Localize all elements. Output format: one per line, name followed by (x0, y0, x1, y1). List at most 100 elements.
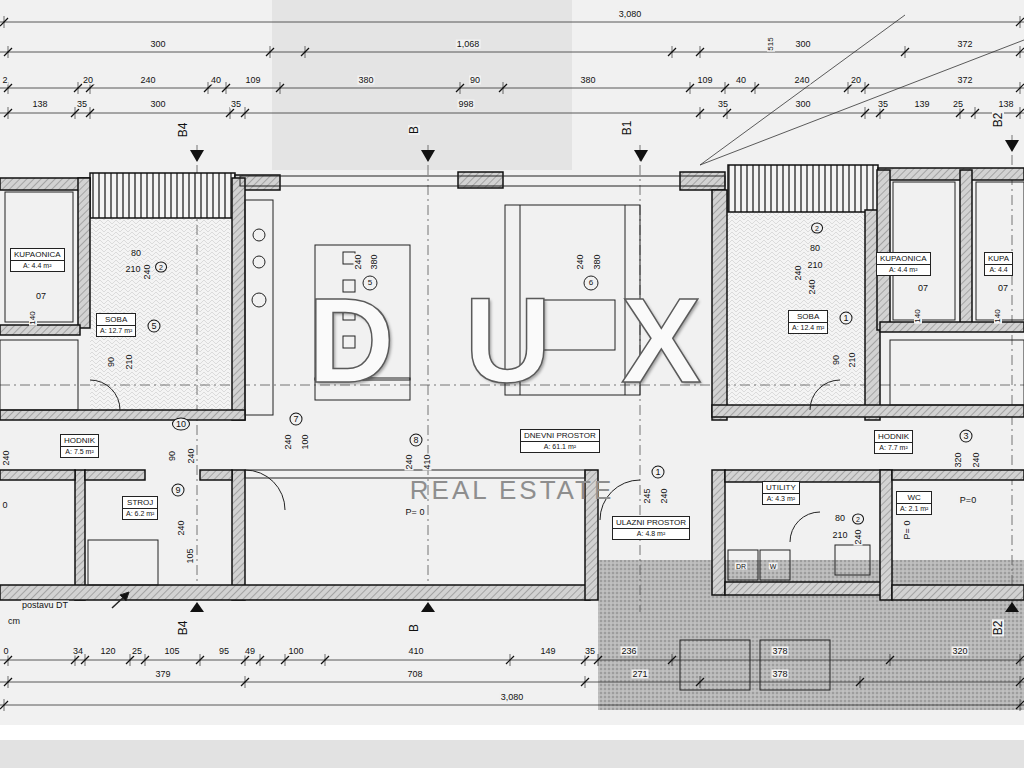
dimension: 0 (2, 647, 9, 656)
room-area: A: 7.5 m² (61, 447, 98, 457)
dimension: 139 (913, 100, 930, 109)
dimension: 20 (850, 76, 862, 85)
dimension: 90 (832, 354, 841, 366)
extension-line (130, 654, 131, 666)
extension-line (230, 107, 231, 119)
extension-line (690, 82, 691, 94)
room-name: UTILITY (763, 482, 799, 494)
section-mark: B2 (992, 112, 1004, 129)
extension-line (270, 46, 271, 58)
dimension: 25 (952, 100, 964, 109)
room-area: A: 4.3 m² (763, 494, 799, 504)
extension-line (905, 46, 906, 58)
dimension: 240 (2, 449, 11, 466)
dimension: 49 (244, 647, 256, 656)
extension-line (85, 654, 86, 666)
dimension: 105 (163, 647, 180, 656)
dimension: 271 (631, 670, 648, 679)
watermark: REAL ESTATE (409, 477, 615, 503)
extension-line (700, 676, 701, 688)
dimension: 3,080 (618, 10, 643, 19)
section-mark: B (408, 125, 420, 135)
watermark: DUX (238, 280, 772, 400)
dimension: 90 (168, 450, 177, 462)
extension-line (305, 46, 306, 58)
dimension: 40 (210, 76, 222, 85)
room-label: UTILITYA: 4.3 m² (762, 481, 800, 505)
dimension: 07 (35, 292, 47, 301)
dimension: postavu DT (21, 601, 69, 610)
dimension: DR (735, 563, 747, 570)
extension-line (503, 82, 504, 94)
extension-line (145, 654, 146, 666)
extension-line (672, 46, 673, 58)
room-name: STROJ (123, 497, 157, 509)
extension-line (78, 82, 79, 94)
dimension: 708 (406, 670, 423, 679)
callout-number: 7 (289, 413, 302, 426)
room-area: A: 61.1 m² (521, 442, 599, 452)
extension-line (226, 82, 227, 94)
room-label: KUPAONICAA: 4.4 m² (10, 248, 65, 272)
extension-line (585, 654, 586, 666)
extension-line (725, 82, 726, 94)
dimension: 300 (794, 40, 811, 49)
room-area: A: 7.7 m² (875, 443, 912, 453)
dimension: 380 (357, 76, 374, 85)
dimension: 372 (956, 40, 973, 49)
dimension: 90 (107, 356, 116, 368)
extension-line (848, 82, 849, 94)
dimension: 35 (76, 100, 88, 109)
callout-number: 1 (839, 312, 852, 325)
extension-line (755, 82, 756, 94)
dimension: P= 0 (405, 508, 426, 517)
room-label: HODNIKA: 7.5 m² (60, 434, 99, 458)
dimension: 240 (972, 451, 981, 468)
dimension: 378 (771, 647, 788, 656)
dimension: 210 (125, 353, 134, 370)
extension-line (8, 676, 9, 688)
room-name: SOBA (97, 314, 135, 326)
dimension: 90 (469, 76, 481, 85)
section-mark: B2 (992, 620, 1004, 637)
dimension: 240 (143, 263, 152, 280)
room-name: KUPAONICA (11, 249, 64, 261)
extension-line (1020, 46, 1021, 58)
dimension: 80 (834, 514, 846, 523)
dimension: 210 (124, 265, 141, 274)
callout-number: 2 (155, 262, 167, 273)
callout-number: 2 (852, 514, 864, 525)
dimension: 80 (809, 244, 821, 253)
section-mark: B4 (177, 122, 189, 139)
extension-line (860, 676, 861, 688)
dimension: 240 (660, 487, 669, 504)
room-label: KUPAA: 4.4 (984, 252, 1013, 276)
dimension: 140 (994, 308, 1002, 323)
extension-line (1020, 676, 1021, 688)
dimension: 1,068 (456, 40, 481, 49)
extension-line (510, 654, 511, 666)
dimension: 240 (354, 253, 363, 270)
room-label: STROJA: 6.2 m² (122, 496, 158, 520)
dimension: 35 (230, 100, 242, 109)
room-area: A: 4.4 m² (877, 265, 930, 275)
extension-line (325, 654, 326, 666)
dimension: 07 (917, 284, 929, 293)
dimension: 372 (956, 76, 973, 85)
extension-line (245, 654, 246, 666)
extension-line (1020, 107, 1021, 119)
extension-line (280, 82, 281, 94)
dimension: 240 (284, 433, 293, 450)
dimension: 40 (735, 76, 747, 85)
dimension: 210 (806, 261, 823, 270)
dimension: 3,080 (500, 693, 525, 702)
room-name: SOBA (789, 311, 827, 323)
dimension: 240 (177, 519, 186, 536)
callout-number: 8 (409, 434, 422, 447)
room-label: DNEVNI PROSTORA: 61.1 m² (520, 429, 600, 453)
extension-line (1020, 699, 1021, 711)
extension-line (75, 107, 76, 119)
extension-line (865, 82, 866, 94)
dimension: 210 (831, 531, 848, 540)
